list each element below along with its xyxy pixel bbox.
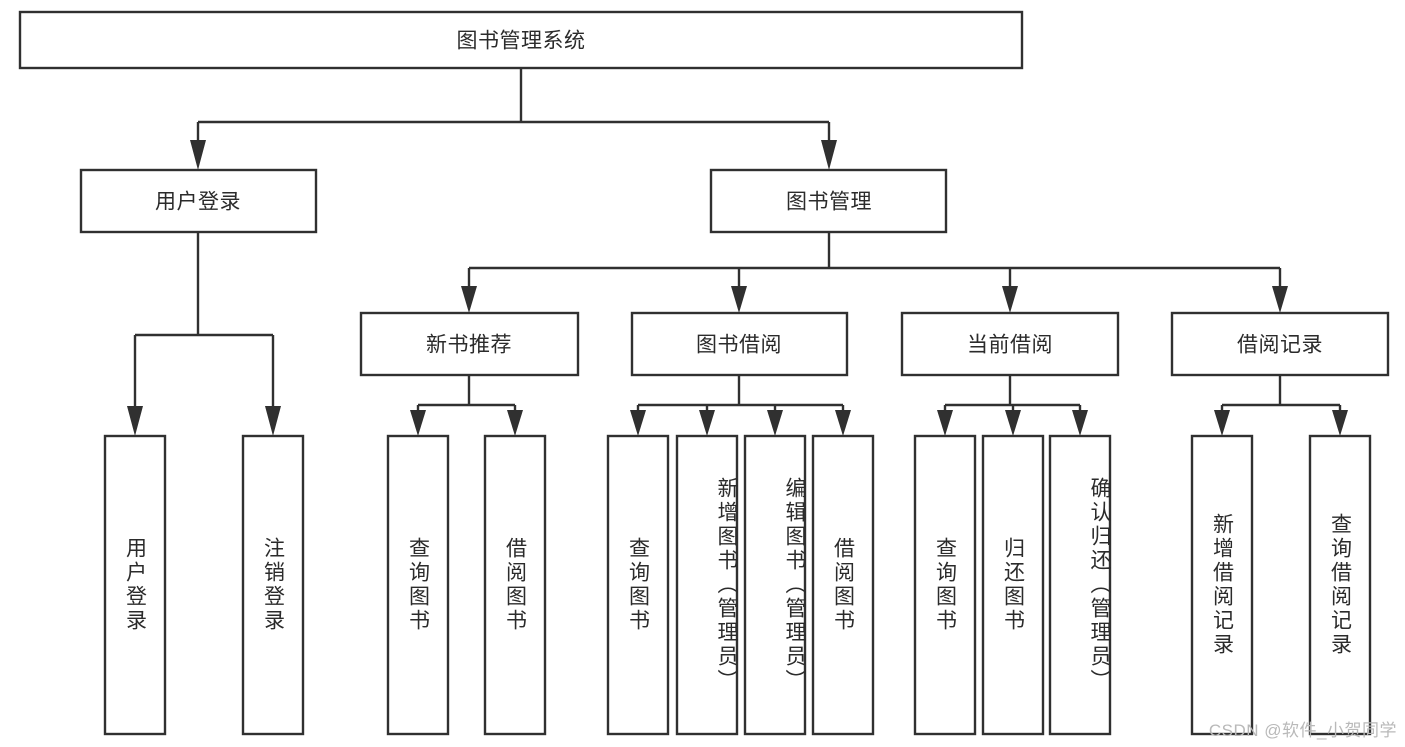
node-leaf-add-book-box[interactable] (675, 434, 739, 736)
arrow-head-leaf-confirm-return (1072, 410, 1088, 436)
connector-layer (127, 68, 1348, 436)
node-leaf-user-login-box[interactable] (103, 434, 167, 736)
node-borrow-record-label: 借阅记录 (1237, 334, 1323, 357)
node-leaf-query-record-box[interactable] (1308, 434, 1372, 736)
node-leaf-borrow-book-2-box[interactable] (811, 434, 875, 736)
node-book-management-box[interactable] (709, 168, 948, 234)
node-leaf-query-book-3-box[interactable] (913, 434, 977, 736)
arrow-head-user-login (190, 140, 206, 170)
watermark-text: CSDN @软件_小贺同学 (1208, 721, 1397, 740)
node-leaf-borrow-book-1-box[interactable] (483, 434, 547, 736)
node-leaf-query-book-1-box[interactable] (386, 434, 450, 736)
arrow-head-current-borrow (1002, 286, 1018, 313)
node-book-management-label: 图书管理 (786, 191, 872, 214)
node-root-box[interactable] (18, 10, 1024, 70)
node-leaf-logout-login-box[interactable] (241, 434, 305, 736)
arrow-head-leaf-edit-book (767, 410, 783, 436)
arrow-head-book-management (821, 140, 837, 170)
node-layer: 图书管理系统 用户登录 图书管理 新书推荐 图书借阅 当前借阅 借阅记录 (18, 10, 1390, 736)
arrow-head-leaf-query-book-1 (410, 410, 426, 436)
arrow-head-leaf-logout-login (265, 406, 281, 436)
node-leaf-confirm-return-box[interactable] (1048, 434, 1112, 736)
arrow-head-leaf-add-book (699, 410, 715, 436)
arrow-head-leaf-query-record (1332, 410, 1348, 436)
node-new-book-recommend-label: 新书推荐 (426, 334, 512, 357)
node-book-borrow-box[interactable] (630, 311, 849, 377)
arrow-head-leaf-query-book-3 (937, 410, 953, 436)
node-new-book-recommend-box[interactable] (359, 311, 580, 377)
node-user-login-label: 用户登录 (155, 191, 241, 214)
node-borrow-record-box[interactable] (1170, 311, 1390, 377)
arrow-head-borrow-record (1272, 286, 1288, 313)
node-leaf-query-book-2-box[interactable] (606, 434, 670, 736)
arrow-head-leaf-user-login (127, 406, 143, 436)
arrow-head-leaf-borrow-book-2 (835, 410, 851, 436)
node-leaf-edit-book-box[interactable] (743, 434, 807, 736)
node-current-borrow-box[interactable] (900, 311, 1120, 377)
node-root-label: 图书管理系统 (457, 30, 586, 53)
node-book-borrow-label: 图书借阅 (696, 334, 782, 357)
arrow-head-book-borrow (731, 286, 747, 313)
arrow-head-leaf-add-record (1214, 410, 1230, 436)
arrow-head-leaf-borrow-book-1 (507, 410, 523, 436)
node-leaf-return-book-box[interactable] (981, 434, 1045, 736)
node-user-login-box[interactable] (79, 168, 318, 234)
arrow-head-leaf-return-book (1005, 410, 1021, 436)
arrow-head-leaf-query-book-2 (630, 410, 646, 436)
arrow-head-new-book-recommend (461, 286, 477, 313)
node-current-borrow-label: 当前借阅 (967, 334, 1053, 357)
node-leaf-add-record-box[interactable] (1190, 434, 1254, 736)
